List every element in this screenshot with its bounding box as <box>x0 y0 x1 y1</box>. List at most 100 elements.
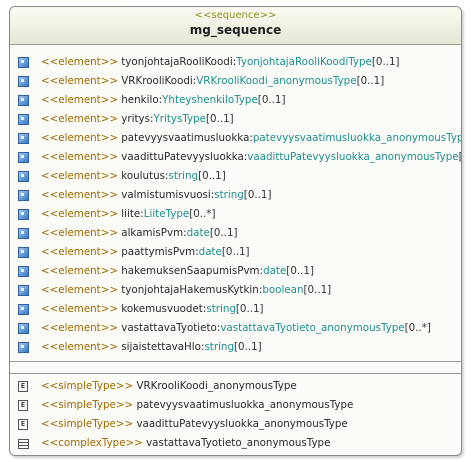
element-stereotype: <<element>> <box>41 56 118 68</box>
element-text: <<element>> koulutus:string[0..1] <box>41 170 226 182</box>
element-text: <<element>> paattymisPvm:date[0..1] <box>41 246 250 258</box>
element-text: <<element>> henkilo:YhteyshenkiloType[0.… <box>41 94 286 106</box>
element-stereotype: <<element>> <box>41 265 118 277</box>
element-stereotype: <<element>> <box>41 246 118 258</box>
element-text: <<element>> vaadittuPatevyysluokka:vaadi… <box>41 148 461 167</box>
element-text: <<element>> vastattavaTyotieto:vastattav… <box>41 322 431 334</box>
element-icon <box>18 266 29 277</box>
element-stereotype: <<element>> <box>41 322 118 334</box>
element-name: liite <box>121 208 141 220</box>
element-name: hakemuksenSaapumisPvm <box>121 265 260 277</box>
element-text: <<element>> yritys:YritysType[0..1] <box>41 113 234 125</box>
element-icon <box>18 209 29 220</box>
element-text: <<element>> sijaistettavaHlo:string[0..1… <box>41 341 262 353</box>
element-type: YhteyshenkiloType <box>162 94 258 106</box>
element-stereotype: <<element>> <box>41 151 118 163</box>
element-type: vaadittuPatevyysluokka_anonymousType <box>247 151 459 163</box>
element-multiplicity: [0..1] <box>209 227 238 239</box>
element-stereotype: <<element>> <box>41 113 118 125</box>
nested-type-name: vastattavaTyotieto_anonymousType <box>146 437 331 449</box>
element-stereotype: <<element>> <box>41 75 118 87</box>
elements-compartment: <<element>> tyonjohtajaRooliKoodi:Tyonjo… <box>10 45 461 361</box>
element-multiplicity: [0..1] <box>243 189 272 201</box>
element-multiplicity: [0..1] <box>286 265 314 277</box>
element-multiplicity: [0..1] <box>235 303 264 315</box>
element-text: <<element>> kokemusvuodet:string[0..1] <box>41 303 264 315</box>
element-type: boolean <box>262 284 304 296</box>
element-icon <box>18 57 29 68</box>
element-type: string <box>168 170 199 182</box>
element-type: TyonjohtajaRooliKoodiType <box>236 56 372 68</box>
element-icon <box>18 304 29 315</box>
element-multiplicity: [0..1] <box>234 341 262 353</box>
complex-type-icon <box>18 439 29 449</box>
nested-type-stereotype: <<simpleType>> <box>41 380 134 392</box>
element-name: sijaistettavaHlo <box>121 341 201 353</box>
element-multiplicity: [0..1] <box>257 94 286 106</box>
element-multiplicity: [0..1] <box>459 151 461 163</box>
element-name: yritys <box>121 113 150 125</box>
element-stereotype: <<element>> <box>41 208 118 220</box>
simple-type-icon: E <box>18 381 28 392</box>
element-stereotype: <<element>> <box>41 132 118 144</box>
element-icon <box>18 285 29 296</box>
element-type: string <box>204 341 234 353</box>
nested-type-name: vaadittuPatevyysluokka_anonymousType <box>136 418 348 430</box>
compartment-divider <box>10 373 461 374</box>
element-name: henkilo <box>121 94 159 106</box>
element-text: <<element>> patevyysvaatimusluokka:patev… <box>41 129 462 148</box>
element-multiplicity: [0..1] <box>221 246 250 258</box>
nested-type-name: patevyysvaatimusluokka_anonymousType <box>136 399 354 411</box>
element-multiplicity: [0..1] <box>303 284 332 296</box>
element-type: patevyysvaatimusluokka_anonymousType <box>252 132 462 144</box>
element-multiplicity: [0..1] <box>205 113 234 125</box>
element-name: paattymisPvm <box>121 246 196 258</box>
element-name: koulutus <box>121 170 166 182</box>
compartment-divider <box>10 361 461 362</box>
element-name: patevyysvaatimusluokka <box>121 132 250 144</box>
element-icon <box>18 114 29 125</box>
element-type: date <box>198 246 222 258</box>
class-stereotype: <<sequence>> <box>194 10 277 21</box>
uml-class-box[interactable]: <<sequence>> mg_sequence <<element>> tyo… <box>9 6 462 456</box>
element-text: <<element>> hakemuksenSaapumisPvm:date[0… <box>41 265 314 277</box>
element-stereotype: <<element>> <box>41 189 118 201</box>
element-icon <box>18 152 29 163</box>
element-icon <box>18 95 29 106</box>
element-text: <<element>> liite:LiiteType[0..*] <box>41 208 216 220</box>
element-stereotype: <<element>> <box>41 170 118 182</box>
element-text: <<element>> VRKrooliKoodi:VRKrooliKoodi_… <box>41 75 385 87</box>
element-name: vaadittuPatevyysluokka <box>121 151 244 163</box>
element-icon <box>18 133 29 144</box>
element-icon <box>18 323 29 334</box>
element-multiplicity: [0..1] <box>198 170 226 182</box>
element-type: date <box>263 265 287 277</box>
element-text: <<element>> valmistumisvuosi:string[0..1… <box>41 189 272 201</box>
element-name: vastattavaTyotieto <box>121 322 217 334</box>
element-stereotype: <<element>> <box>41 303 118 315</box>
nested-type-text: <<complexType>> vastattavaTyotieto_anony… <box>41 434 330 453</box>
element-icon <box>18 342 29 353</box>
element-stereotype: <<element>> <box>41 284 118 296</box>
element-name: tyonjohtajaRooliKoodi <box>121 56 233 68</box>
class-name: mg_sequence <box>189 23 282 37</box>
element-name: VRKrooliKoodi <box>121 75 193 87</box>
nested-type-stereotype: <<complexType>> <box>41 437 143 449</box>
element-icon <box>18 171 29 182</box>
simple-type-icon: E <box>18 400 28 411</box>
element-multiplicity: [0..*] <box>404 322 431 334</box>
element-name: kokemusvuodet <box>121 303 203 315</box>
element-text: <<element>> tyonjohtajaRooliKoodi:Tyonjo… <box>41 56 400 68</box>
element-text: <<element>> alkamisPvm:date[0..1] <box>41 227 238 239</box>
class-header: <<sequence>> mg_sequence <box>10 7 461 45</box>
element-icon <box>18 247 29 258</box>
element-icon <box>18 190 29 201</box>
element-stereotype: <<element>> <box>41 94 118 106</box>
nested-type-name: VRKrooliKoodi_anonymousType <box>136 380 297 392</box>
element-text: <<element>> tyonjohtajaHakemusKytkin:boo… <box>41 284 332 296</box>
element-name: tyonjohtajaHakemusKytkin <box>121 284 259 296</box>
element-stereotype: <<element>> <box>41 341 118 353</box>
element-type: string <box>206 303 236 315</box>
element-type: LiiteType <box>143 208 190 220</box>
element-multiplicity: [0..1] <box>371 56 400 68</box>
